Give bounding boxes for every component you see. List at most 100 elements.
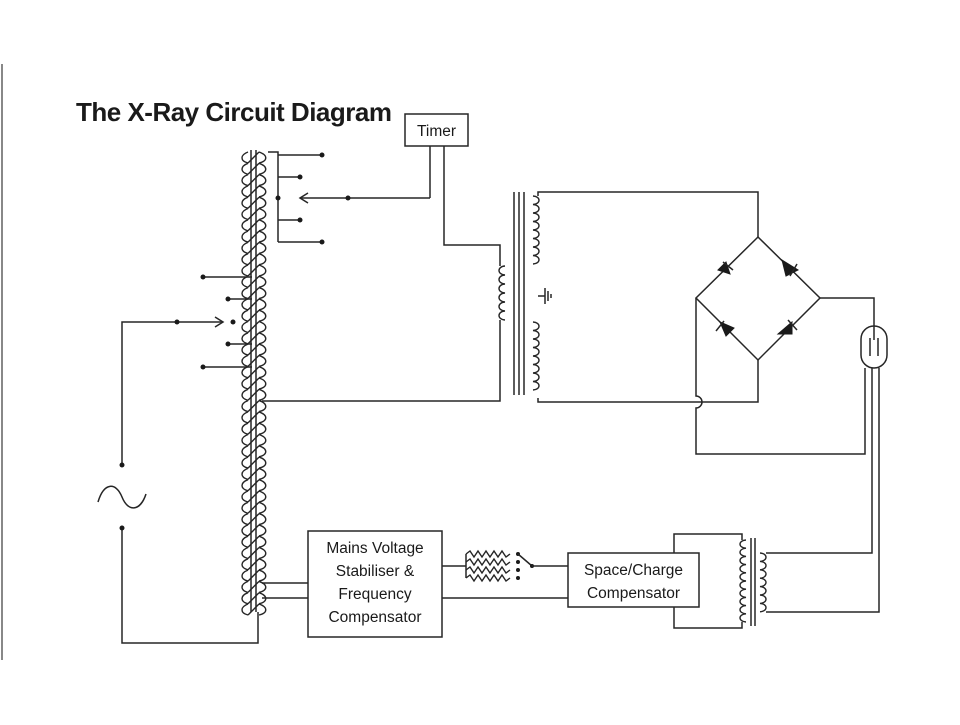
- coil-loop: [258, 173, 267, 187]
- coil-turn: [247, 411, 260, 424]
- coil-loop: [241, 512, 249, 526]
- coil-loop: [241, 580, 249, 594]
- coil-loop: [241, 173, 249, 187]
- coil-loop: [258, 286, 267, 300]
- coil-winding: [759, 552, 767, 613]
- coil-turn: [247, 366, 260, 379]
- coil-loop: [241, 479, 249, 492]
- coil-loop: [258, 332, 267, 345]
- coil-turn: [247, 490, 260, 503]
- coil-loop: [258, 241, 267, 255]
- coil-turn: [247, 422, 260, 435]
- coil-turn: [247, 219, 260, 232]
- coil-loop: [258, 422, 267, 435]
- coil-turn: [247, 580, 260, 593]
- autotransformer: [241, 150, 267, 616]
- coil-loop: [258, 388, 267, 401]
- hv-primary-coil: [498, 265, 506, 321]
- filament-transformer: [673, 533, 770, 629]
- coil-loop: [241, 354, 249, 368]
- coil-loop: [241, 592, 249, 605]
- diode-lower-right: [776, 319, 798, 335]
- coil-loop: [241, 603, 249, 616]
- coil-loop: [258, 603, 267, 616]
- coil-loop: [241, 241, 249, 255]
- coil-loop: [241, 377, 249, 390]
- coil-turn: [247, 196, 260, 209]
- coil-loop: [241, 196, 249, 209]
- ma-resistor-bank: [442, 549, 568, 583]
- coil-loop: [258, 411, 267, 424]
- coil-loop: [258, 196, 267, 209]
- coil-loop: [241, 162, 249, 175]
- coil-turn: [247, 275, 260, 288]
- coil-turn: [247, 309, 260, 322]
- diode-upper-right: [781, 258, 800, 277]
- coil-turn: [247, 377, 260, 390]
- coil-loop: [241, 467, 249, 481]
- coil-loop: [258, 264, 267, 277]
- coil-loop: [241, 343, 249, 356]
- coil-turn: [247, 332, 260, 345]
- stabiliser-box: Mains Voltage Stabiliser & Frequency Com…: [307, 530, 443, 638]
- autotransformer-taps-right: [268, 151, 325, 245]
- coil-winding: [532, 321, 540, 391]
- coil-turn: [247, 434, 260, 446]
- coil-loop: [241, 275, 249, 288]
- space-charge-box: Space/Charge Compensator: [567, 552, 700, 608]
- coil-turn: [247, 547, 260, 559]
- coil-loop: [258, 275, 267, 288]
- coil-turn: [247, 241, 260, 254]
- coil-loop: [241, 433, 249, 447]
- coil-turn: [247, 208, 260, 220]
- stabiliser-line-1: Mains Voltage: [326, 540, 423, 557]
- coil-loop: [241, 298, 249, 311]
- coil-turn: [247, 343, 260, 356]
- diagram-title: The X-Ray Circuit Diagram: [76, 97, 391, 127]
- mains-supply-selector: [119, 316, 259, 644]
- timer-box: Timer: [404, 113, 469, 147]
- timer-to-primary-wire: [443, 146, 501, 266]
- coil-loop: [258, 298, 267, 311]
- coil-turn: [247, 592, 260, 605]
- coil-loop: [258, 558, 267, 571]
- coil-turn: [247, 151, 260, 164]
- coil-loop: [258, 433, 267, 447]
- coil-turn: [247, 456, 260, 469]
- coil-turn: [247, 535, 260, 548]
- coil-turn: [247, 558, 260, 571]
- coil-loop: [258, 253, 267, 266]
- coil-loop: [258, 207, 267, 221]
- autotransformer-coil: [241, 151, 267, 616]
- filament-return-wire: [770, 368, 880, 613]
- coil-loop: [241, 332, 249, 345]
- ac-source-icon: [97, 485, 147, 509]
- coil-loop: [258, 524, 267, 537]
- coil-loop: [241, 546, 249, 560]
- coil-turn: [247, 230, 260, 243]
- coil-loop: [258, 219, 267, 232]
- coil-loop: [258, 309, 267, 322]
- coil-loop: [258, 580, 267, 594]
- kvp-selector: [298, 146, 431, 204]
- xray-tube-icon: [860, 325, 888, 369]
- coil-loop: [258, 546, 267, 560]
- filament-supply-wire: [770, 368, 873, 554]
- coil-loop: [258, 354, 267, 368]
- coil-turn: [247, 603, 260, 616]
- coil-turn: [247, 298, 260, 311]
- hv-secondary-coil-upper: [532, 195, 540, 265]
- coil-turn: [247, 287, 260, 300]
- coil-loop: [258, 467, 267, 481]
- coil-turn: [247, 524, 260, 537]
- coil-turn: [247, 513, 260, 526]
- coil-loop: [241, 490, 249, 503]
- space-charge-line-1: Space/Charge: [584, 562, 683, 579]
- filament-primary-coil: [739, 539, 747, 623]
- coil-loop: [241, 286, 249, 300]
- stabiliser-line-3: Frequency: [338, 586, 411, 603]
- coil-loop: [258, 479, 267, 492]
- coil-turn: [247, 253, 260, 266]
- coil-winding: [498, 265, 506, 321]
